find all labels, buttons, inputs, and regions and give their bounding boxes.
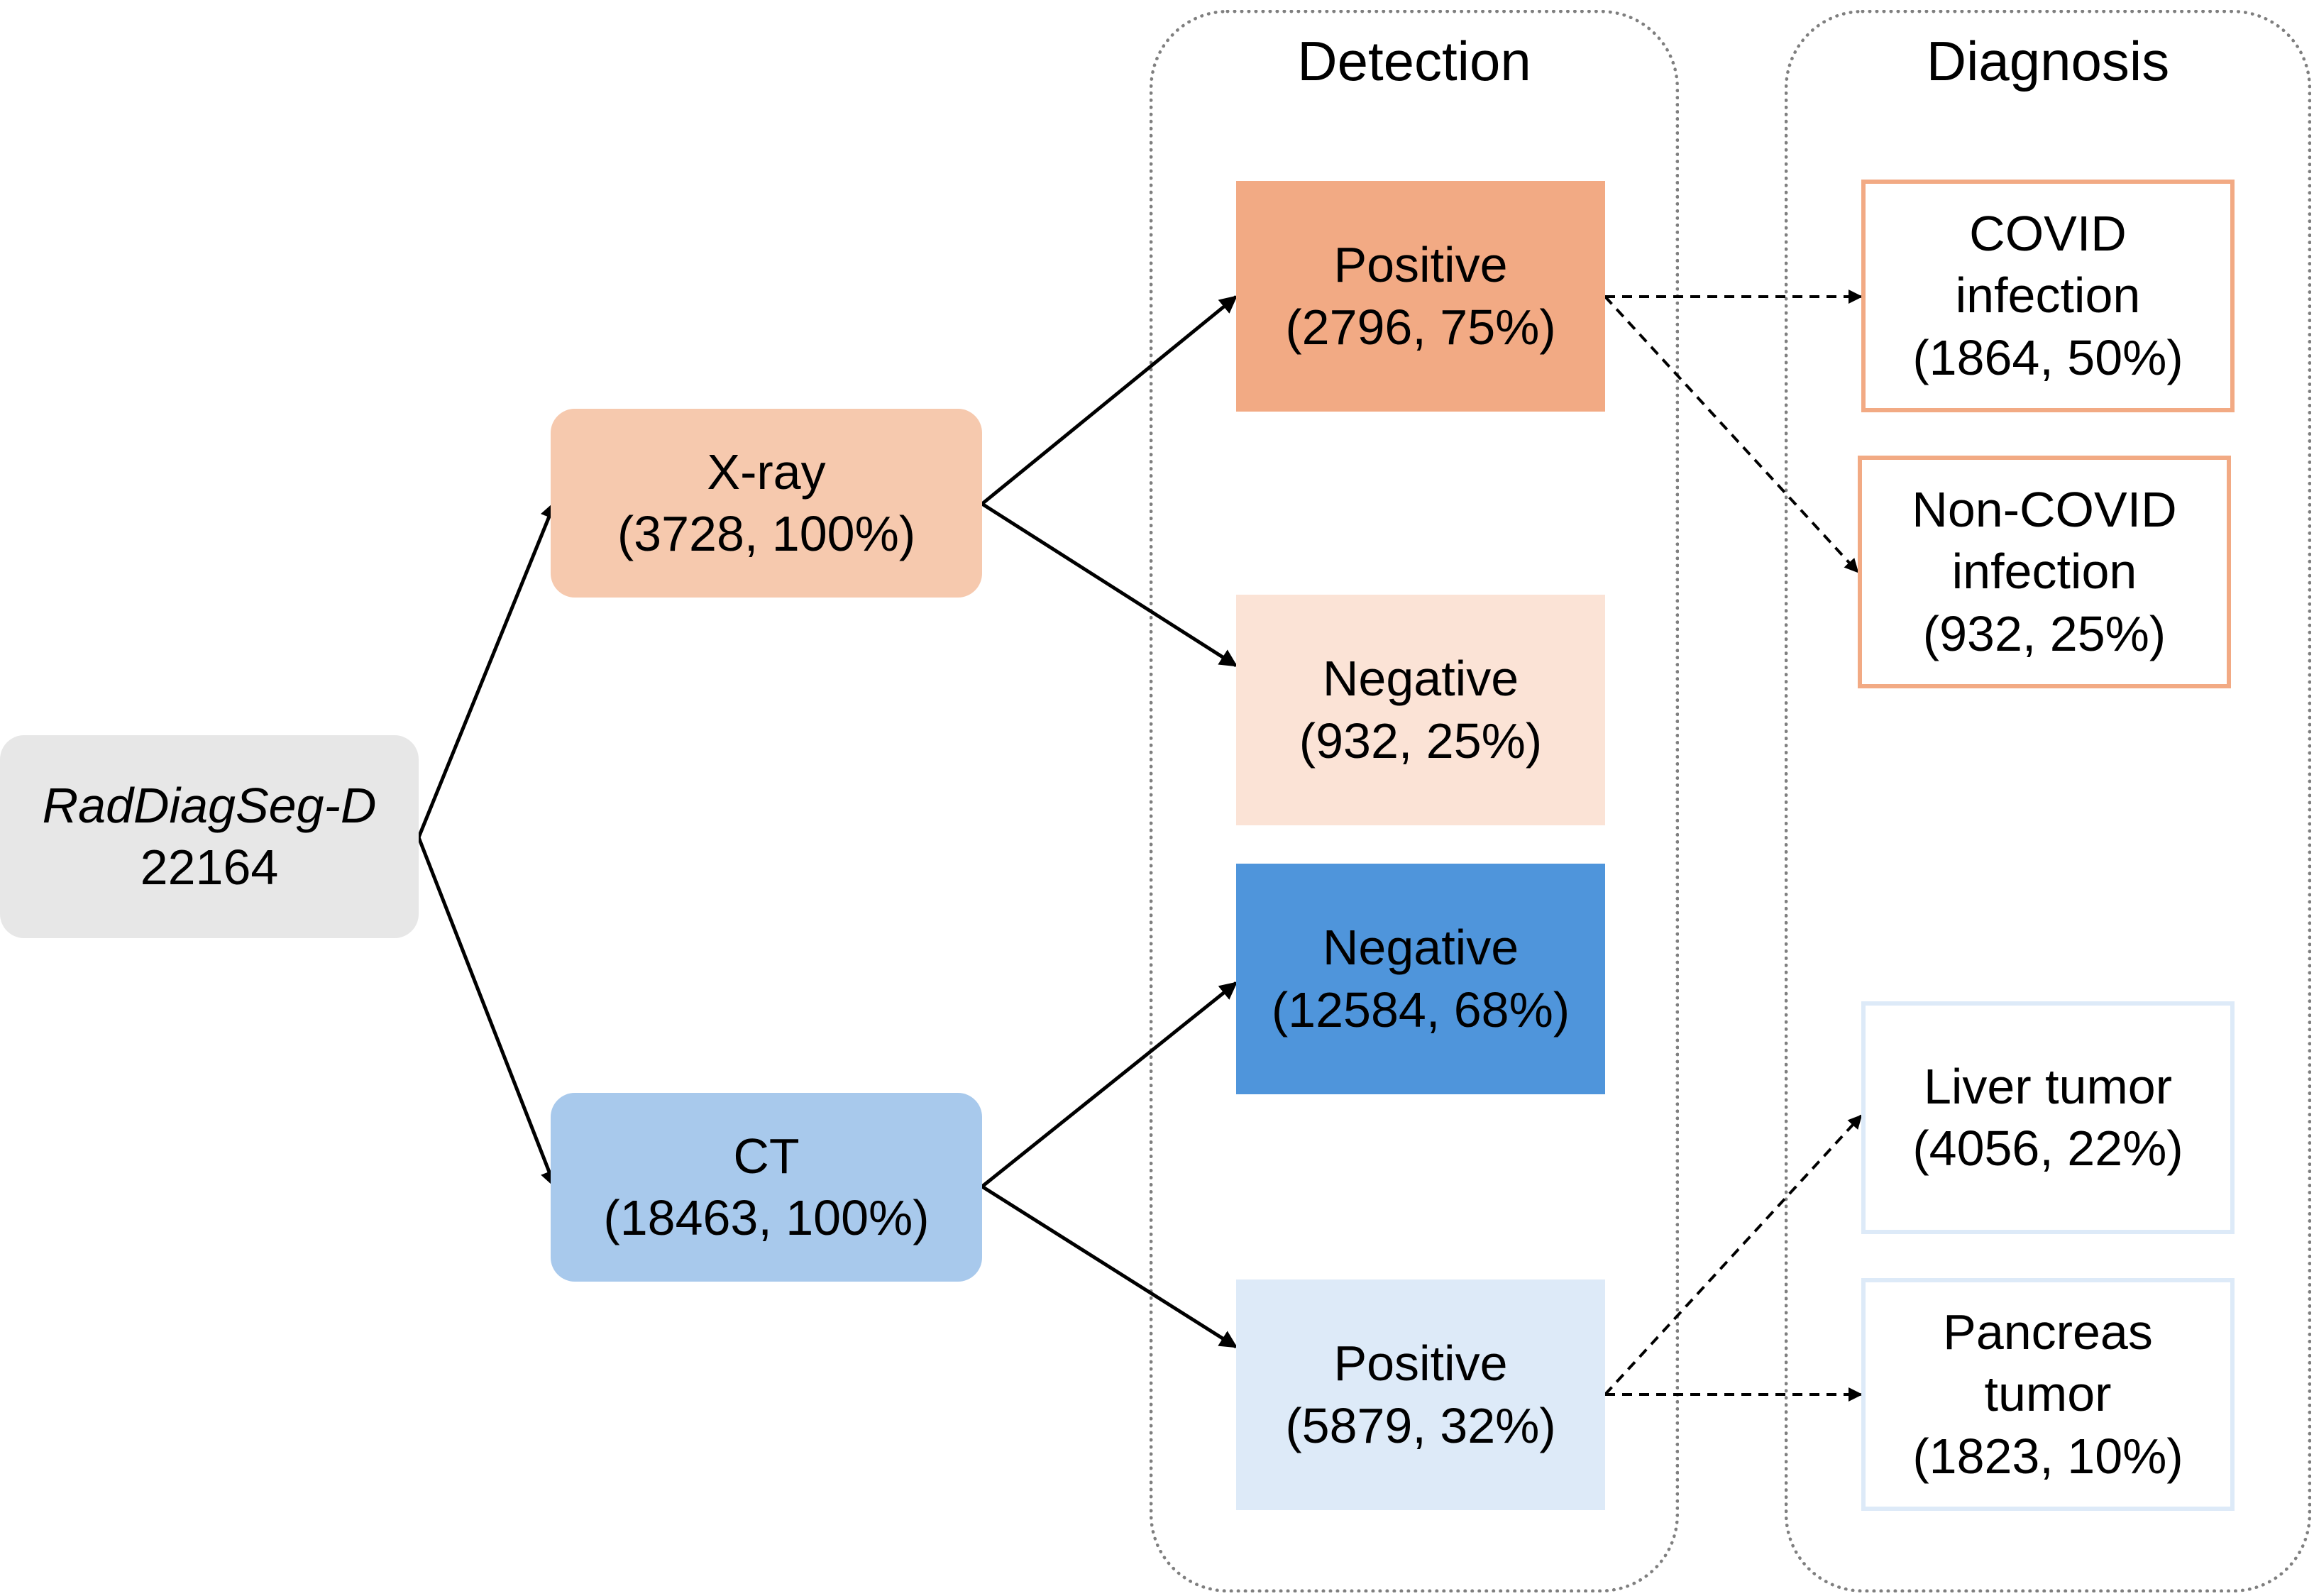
covid-infection-node: COVID infection (1864, 50%) [1861,180,2235,412]
edge-xray-to-negative [981,502,1238,668]
pancreas-line2: tumor [1984,1366,2112,1422]
xray-modality-node: X-ray (3728, 100%) [551,409,982,598]
edge-xray-positive-to-noncovid [1604,295,1859,573]
xray-stats: (3728, 100%) [617,506,916,561]
dataset-name: RadDiagSeg-D [42,777,377,833]
detection-panel: Detection [1150,10,1679,1592]
liver-tumor-node: Liver tumor (4056, 22%) [1861,1001,2235,1234]
ct-stats: (18463, 100%) [603,1190,930,1245]
pancreas-tumor-node: Pancreas tumor (1823, 10%) [1861,1278,2235,1511]
xray-negative-stats: (932, 25%) [1299,712,1543,769]
ct-modality-node: CT (18463, 100%) [551,1093,982,1282]
ct-positive-stats: (5879, 32%) [1285,1397,1556,1453]
dataset-root-node: RadDiagSeg-D 22164 [0,735,419,938]
noncovid-infection-node: Non-COVID infection (932, 25%) [1858,456,2231,688]
ct-positive-node: Positive (5879, 32%) [1236,1279,1605,1510]
diagnosis-panel: Diagnosis [1785,10,2311,1592]
noncovid-line1: Non-COVID [1912,481,2177,537]
dataset-count: 22164 [140,840,279,895]
edge-root-to-ct [417,837,558,1189]
covid-stats: (1864, 50%) [1912,329,2183,385]
xray-label: X-ray [707,444,826,500]
liver-line1: Liver tumor [1923,1058,2173,1114]
covid-line1: COVID [1969,205,2127,261]
edge-ct-to-positive [981,1184,1238,1349]
xray-negative-label: Negative [1322,651,1519,706]
edge-ct-to-negative [981,981,1238,1188]
diagnosis-panel-title: Diagnosis [1926,30,2170,92]
pancreas-stats: (1823, 10%) [1912,1428,2183,1484]
detection-panel-title: Detection [1297,30,1531,92]
edge-ct-positive-to-liver [1604,1114,1863,1396]
ct-positive-label: Positive [1333,1336,1508,1391]
xray-positive-label: Positive [1333,237,1508,292]
noncovid-stats: (932, 25%) [1922,605,2166,661]
liver-stats: (4056, 22%) [1912,1121,2183,1176]
pancreas-line1: Pancreas [1943,1304,2153,1360]
ct-negative-stats: (12584, 68%) [1271,981,1570,1038]
ct-negative-label: Negative [1322,920,1519,975]
ct-label: CT [733,1128,800,1184]
edge-root-to-xray [417,500,558,838]
xray-positive-stats: (2796, 75%) [1285,299,1556,355]
xray-positive-node: Positive (2796, 75%) [1236,181,1605,412]
covid-line2: infection [1955,268,2141,324]
xray-negative-node: Negative (932, 25%) [1236,595,1605,825]
ct-negative-node: Negative (12584, 68%) [1236,864,1605,1094]
edge-xray-to-positive [981,295,1238,505]
noncovid-line2: infection [1951,544,2137,600]
